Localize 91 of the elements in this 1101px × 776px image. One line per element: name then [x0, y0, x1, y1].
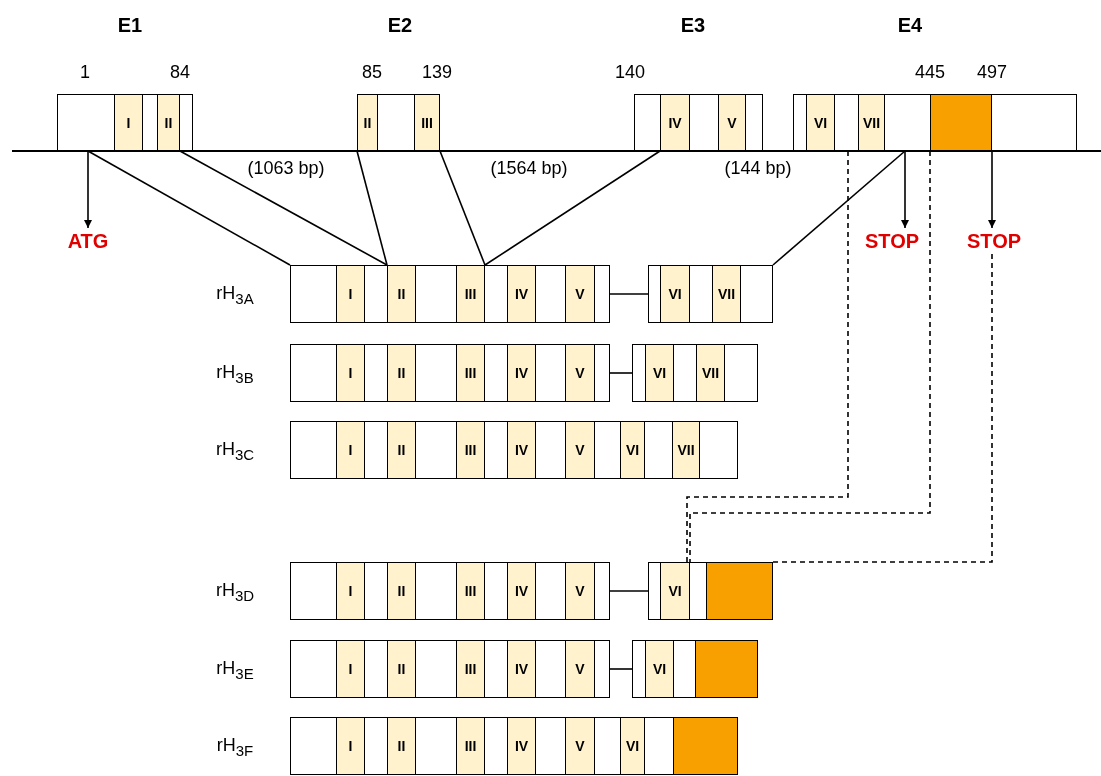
- transcript-label: rH$_{3D}$: [215, 580, 255, 604]
- transcript-box: [632, 640, 758, 698]
- connector-line: [484, 150, 661, 266]
- exon-heading: E3: [680, 13, 706, 37]
- connector-line: [356, 150, 388, 266]
- domain-segment: I: [336, 421, 365, 479]
- arrow: [84, 150, 92, 229]
- domain-segment: V: [565, 562, 595, 620]
- domain-segment: IV: [507, 344, 536, 402]
- arrow: [988, 150, 996, 229]
- transcript-box: [648, 265, 773, 323]
- domain-segment: VI: [660, 265, 690, 323]
- domain-segment: I: [336, 640, 365, 698]
- connector-line: [609, 590, 649, 592]
- domain-segment: III: [456, 421, 485, 479]
- transcript-label: rH$_{3E}$: [216, 658, 254, 682]
- domain-segment: IV: [507, 265, 536, 323]
- codon-label: ATG: [58, 228, 118, 254]
- transcript-label: rH$_{3A}$: [216, 283, 254, 307]
- exon-heading: E2: [387, 13, 413, 37]
- domain-segment: VI: [645, 640, 674, 698]
- domain-segment: VI: [806, 94, 835, 151]
- domain-segment: II: [157, 94, 180, 151]
- transcript-box: [648, 562, 773, 620]
- exon-block: [706, 562, 773, 620]
- codon-label: STOP: [958, 228, 1030, 254]
- domain-segment: I: [336, 344, 365, 402]
- connector-line: [772, 150, 906, 266]
- domain-segment: I: [336, 562, 365, 620]
- domain-segment: IV: [507, 640, 536, 698]
- connector-line: [609, 293, 649, 295]
- connector-line: [87, 150, 291, 266]
- domain-segment: II: [387, 562, 416, 620]
- transcript-label: rH$_{3C}$: [215, 439, 255, 463]
- arrow: [901, 150, 909, 229]
- connector-line: [609, 668, 633, 670]
- exon-block: [930, 94, 992, 151]
- domain-segment: I: [336, 265, 365, 323]
- transcript-label: rH$_{3B}$: [216, 362, 254, 386]
- domain-segment: III: [414, 94, 440, 151]
- domain-segment: VII: [672, 421, 700, 479]
- position-number: 139: [422, 61, 452, 83]
- domain-segment: II: [387, 421, 416, 479]
- transcript-box: [632, 344, 758, 402]
- domain-segment: I: [114, 94, 143, 151]
- domain-segment: II: [387, 344, 416, 402]
- dashed-line: [686, 150, 849, 563]
- domain-segment: III: [456, 344, 485, 402]
- domain-segment: II: [387, 640, 416, 698]
- position-number: 1: [80, 61, 90, 83]
- domain-segment: VII: [712, 265, 741, 323]
- domain-segment: V: [565, 265, 595, 323]
- position-number: 85: [362, 61, 382, 83]
- exon-block: [673, 717, 738, 775]
- domain-segment: III: [456, 265, 485, 323]
- domain-segment: III: [456, 717, 485, 775]
- domain-segment: V: [565, 421, 595, 479]
- codon-label: STOP: [856, 228, 928, 254]
- domain-segment: IV: [660, 94, 690, 151]
- domain-segment: V: [565, 640, 595, 698]
- transcript-label: rH$_{3F}$: [216, 735, 254, 759]
- position-number: 84: [170, 61, 190, 83]
- dashed-line: [772, 253, 993, 563]
- domain-segment: III: [456, 562, 485, 620]
- domain-segment: II: [387, 265, 416, 323]
- connector-line: [439, 150, 486, 266]
- domain-segment: VI: [645, 344, 674, 402]
- exon-heading: E1: [117, 13, 143, 37]
- exon-heading: E4: [897, 13, 923, 37]
- domain-segment: III: [456, 640, 485, 698]
- domain-segment: V: [565, 344, 595, 402]
- domain-segment: V: [718, 94, 746, 151]
- domain-segment: II: [357, 94, 378, 151]
- domain-segment: V: [565, 717, 595, 775]
- domain-segment: II: [387, 717, 416, 775]
- position-number: 140: [615, 61, 645, 83]
- exon-block: [695, 640, 758, 698]
- position-number: 445: [915, 61, 945, 83]
- domain-segment: IV: [507, 717, 536, 775]
- domain-segment: IV: [507, 562, 536, 620]
- dashed-line: [689, 150, 931, 563]
- domain-segment: VI: [660, 562, 690, 620]
- domain-segment: VI: [620, 421, 645, 479]
- domain-segment: I: [336, 717, 365, 775]
- connector-line: [179, 150, 388, 266]
- domain-segment: IV: [507, 421, 536, 479]
- connector-line: [609, 372, 633, 374]
- domain-segment: VII: [858, 94, 885, 151]
- domain-segment: VI: [620, 717, 645, 775]
- position-number: 497: [977, 61, 1007, 83]
- domain-segment: VII: [696, 344, 725, 402]
